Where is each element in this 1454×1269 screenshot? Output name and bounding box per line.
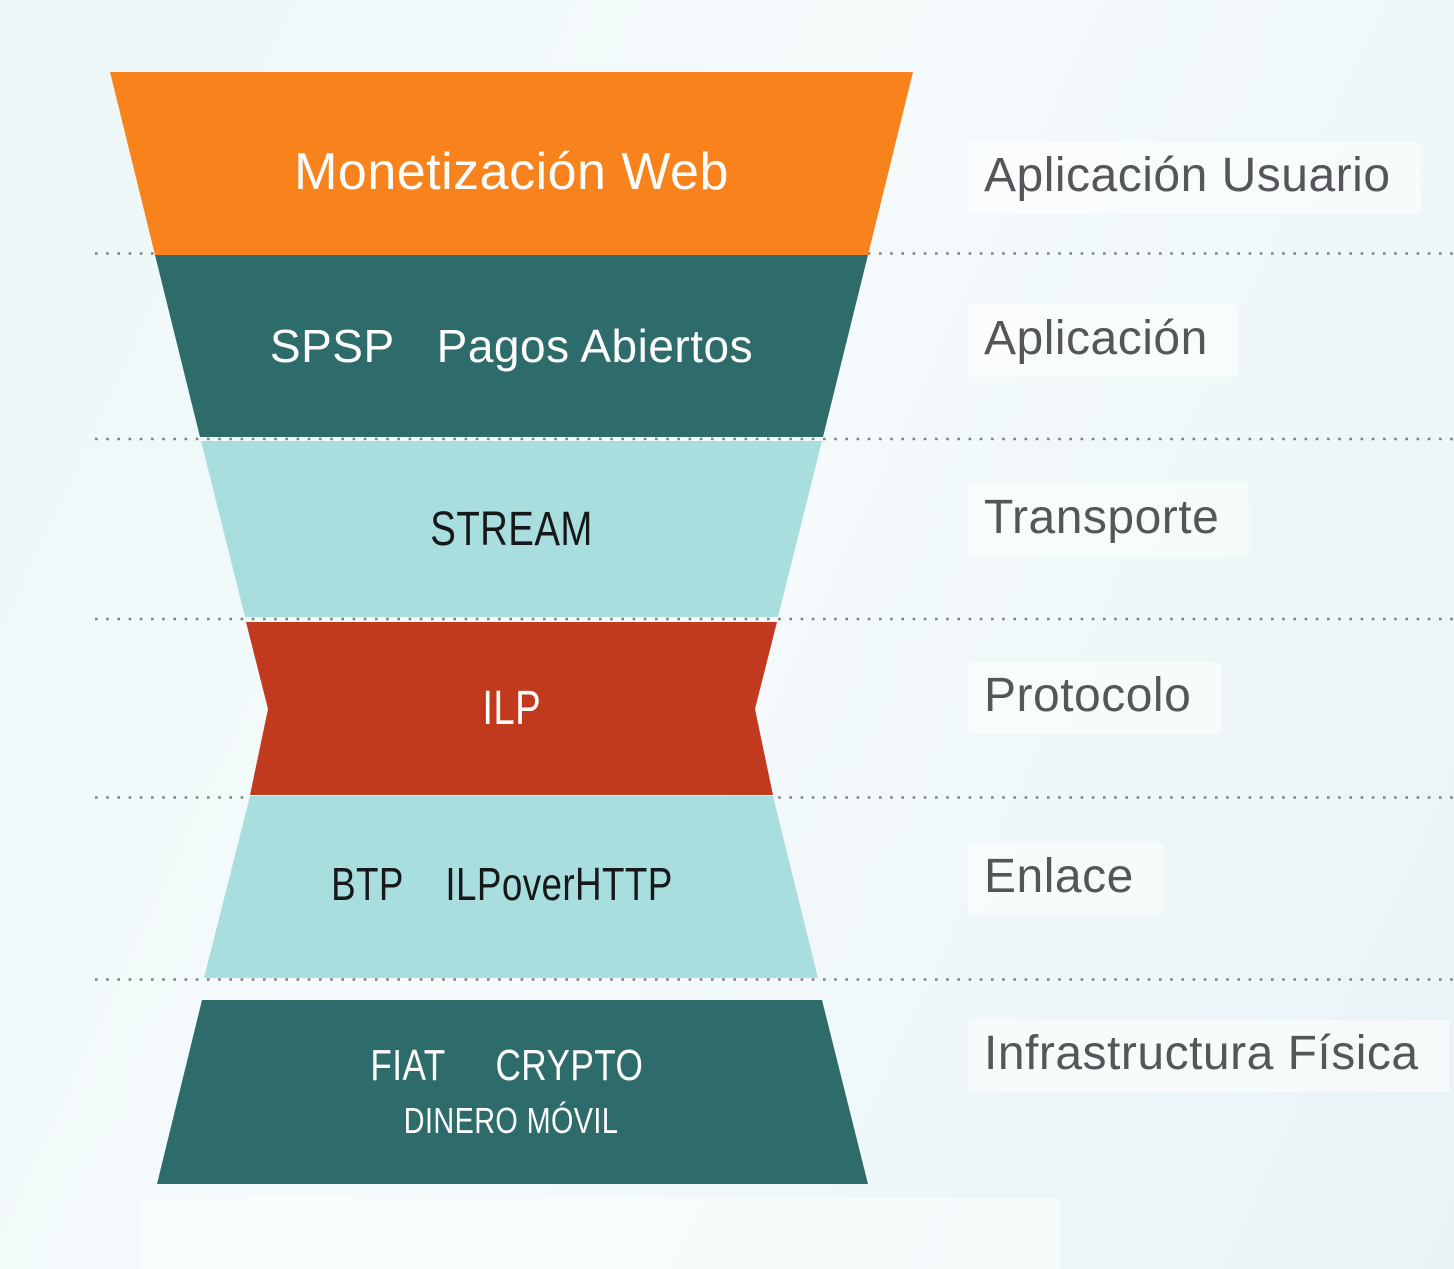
side-label-transporte: Transporte: [968, 484, 1250, 556]
side-label-enlace: Enlace: [968, 843, 1164, 915]
side-label-text: Infrastructura Física: [968, 1020, 1449, 1092]
layer-shape-monetizacion-web: [110, 72, 913, 255]
label-spsp: SPSP: [269, 320, 395, 372]
layer-label-spsp-pagos-abiertos: SPSP Pagos Abiertos: [0, 323, 1023, 369]
layer-label-stream: STREAM: [0, 506, 1023, 554]
layer-shape-stream: [201, 441, 822, 617]
side-label-text: Enlace: [968, 843, 1164, 915]
side-label-text: Protocolo: [968, 662, 1222, 734]
label-ilp-text: ILP: [482, 682, 541, 735]
label-pagos-abiertos: Pagos Abiertos: [436, 320, 754, 372]
layer-label-ilp: ILP: [0, 685, 1023, 733]
label-ilp-over-http: ILPoverHTTP: [445, 858, 673, 910]
label-btp: BTP: [331, 858, 404, 910]
label-fiat: FIAT: [370, 1041, 446, 1090]
layer-label-fiat-crypto: FIAT CRYPTO: [0, 1044, 1023, 1088]
side-label-text: Aplicación Usuario: [968, 142, 1421, 214]
layer-shape-ilp: [246, 622, 777, 795]
layer-shape-spsp-pagos-abiertos: [155, 255, 868, 437]
layer-shape-infraestructura-fisica: [157, 1000, 868, 1184]
label-dinero-movil-text: DINERO MÓVIL: [404, 1100, 619, 1141]
layer-label-btp-ilp-over-http: BTP ILPoverHTTP: [0, 861, 1023, 907]
side-label-aplicacion: Aplicación: [968, 305, 1238, 377]
side-label-text: Aplicación: [968, 305, 1238, 377]
label-stream-text: STREAM: [430, 503, 593, 556]
bottom-sheen: [140, 1198, 1060, 1269]
layer-label-monetizacion-web: Monetización Web: [294, 143, 729, 201]
layer-shape-btp-ilp-over-http: [204, 796, 818, 978]
side-label-protocolo: Protocolo: [968, 662, 1222, 734]
label-crypto: CRYPTO: [495, 1041, 644, 1090]
side-label-infrastructura-fisica: Infrastructura Física: [968, 1020, 1449, 1092]
side-label-aplicacion-usuario: Aplicación Usuario: [968, 142, 1421, 214]
side-label-text: Transporte: [968, 484, 1250, 556]
layer-label-dinero-movil: DINERO MÓVIL: [0, 1103, 1023, 1139]
